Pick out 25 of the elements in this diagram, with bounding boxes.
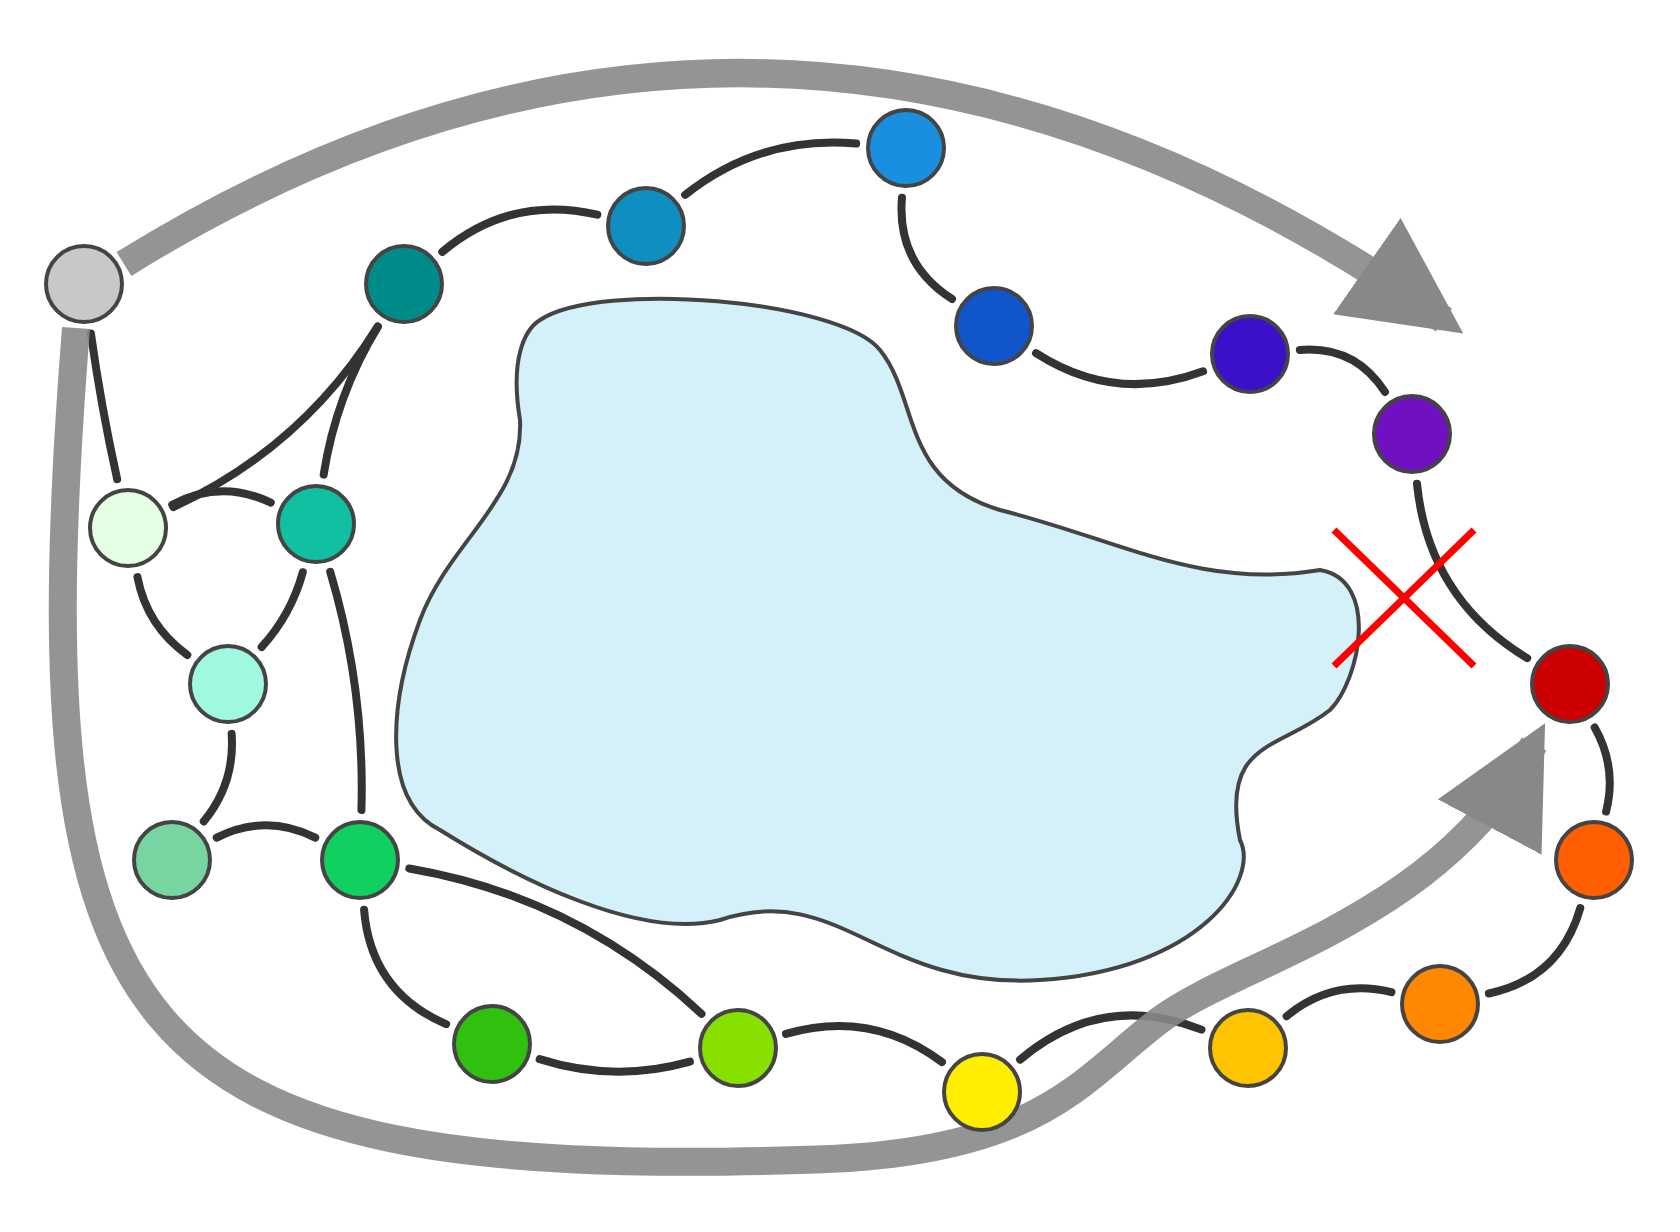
connector-line xyxy=(86,329,122,484)
connector-line xyxy=(897,193,956,303)
connector-line xyxy=(535,1055,694,1076)
connector-line xyxy=(681,138,861,199)
connector-line xyxy=(1282,984,1396,1021)
connector-line xyxy=(212,821,320,842)
flow-arrow xyxy=(117,60,1464,333)
connector-line xyxy=(257,568,307,651)
connector-line xyxy=(360,905,451,1029)
connector-line xyxy=(782,1022,946,1067)
connector-line xyxy=(405,864,706,1018)
connector-line xyxy=(319,322,382,479)
connector-line xyxy=(1032,349,1208,389)
flow-arrow xyxy=(49,327,1547,1176)
connector-line xyxy=(1484,904,1585,998)
connector-line xyxy=(1413,479,1532,663)
connector-line xyxy=(1016,1011,1206,1064)
connector-line xyxy=(133,573,192,659)
connector-line xyxy=(1590,723,1614,816)
connector-line xyxy=(199,729,236,826)
connector-line xyxy=(326,567,366,814)
connector-line xyxy=(438,205,602,256)
connector-line xyxy=(1295,345,1389,396)
connector-line xyxy=(168,487,275,509)
connector-line xyxy=(169,322,382,512)
